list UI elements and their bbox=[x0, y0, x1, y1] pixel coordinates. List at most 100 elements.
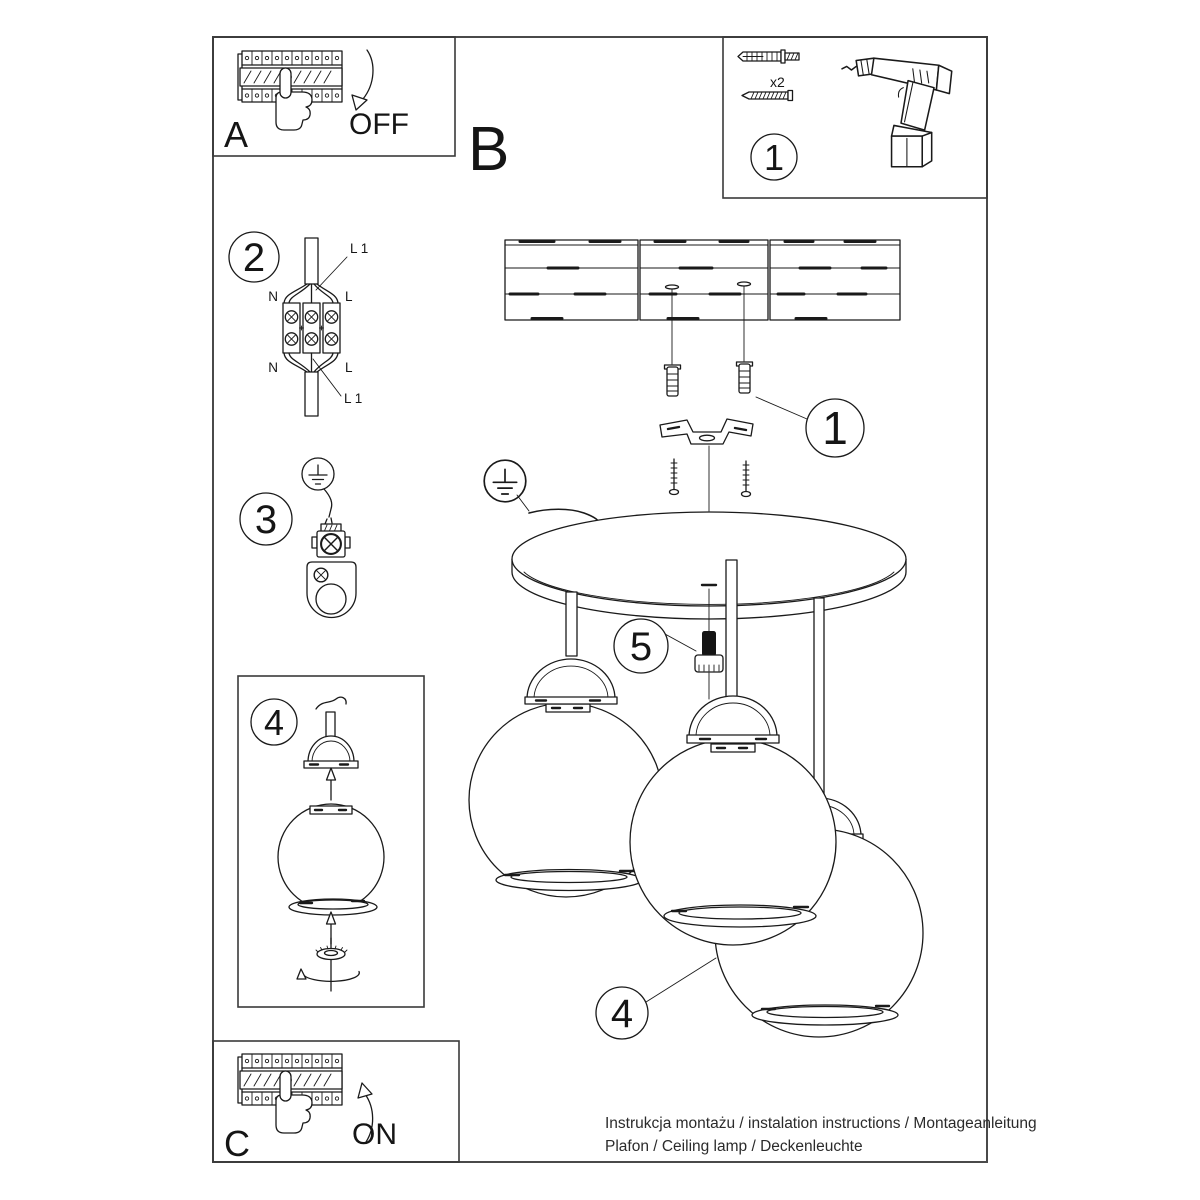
arrow-down-head bbox=[351, 94, 368, 111]
terminal-screw-icon bbox=[284, 332, 299, 346]
plank-group bbox=[769, 239, 901, 321]
parts-box: x2 1 bbox=[722, 36, 988, 199]
drill-icon bbox=[841, 57, 953, 168]
drill-vents bbox=[912, 68, 930, 84]
off-label: OFF bbox=[349, 108, 409, 141]
step-4-box: 4 bbox=[237, 675, 425, 1008]
terminal-plus-marks bbox=[299, 325, 324, 331]
lamp-left bbox=[468, 658, 664, 898]
ceiling-planks bbox=[504, 239, 901, 321]
part-1-badge: 1 bbox=[764, 137, 784, 178]
mounting-screw-threads bbox=[670, 462, 750, 486]
rotate-arrow bbox=[302, 970, 360, 982]
wall-plug-icon bbox=[737, 49, 800, 64]
label-live-top: L bbox=[345, 289, 353, 304]
box-c: ON C bbox=[212, 1040, 460, 1164]
mains-cable-top bbox=[304, 237, 319, 285]
drill-rear bbox=[935, 64, 953, 95]
earth-connection bbox=[483, 459, 602, 527]
plank-group bbox=[639, 239, 769, 321]
callout-4: 4 bbox=[595, 957, 717, 1040]
bracket-slots bbox=[666, 425, 748, 432]
drill-bit bbox=[841, 65, 857, 71]
drill-trigger bbox=[897, 82, 914, 123]
earth-wire bbox=[323, 488, 333, 525]
ground-symbol-icon bbox=[301, 457, 335, 491]
plate-earth-screw-icon bbox=[313, 567, 329, 583]
drill-chuck-lines bbox=[860, 58, 870, 76]
grub-screw bbox=[702, 631, 716, 656]
drill-body bbox=[870, 57, 940, 91]
footer-line-1: Instrukcja montażu / instalation instruc… bbox=[605, 1115, 1037, 1132]
drill-handle bbox=[900, 79, 935, 131]
rod-left bbox=[565, 591, 578, 657]
step-2-wiring: 2 N L N L L 1 L 1 bbox=[228, 231, 368, 417]
arrow-up-2-head bbox=[325, 911, 337, 925]
box-a: OFF A bbox=[212, 36, 456, 157]
locking-ring bbox=[316, 947, 346, 961]
rotate-arrow-head bbox=[296, 968, 307, 980]
box-c-label: C bbox=[224, 1123, 250, 1164]
label-live-bottom: L bbox=[345, 360, 353, 375]
line-top-leader bbox=[315, 256, 348, 291]
box-a-border bbox=[212, 36, 456, 157]
step-4-box-border bbox=[237, 675, 425, 1008]
globe-neck-collar bbox=[710, 743, 756, 753]
wires-top bbox=[283, 283, 339, 304]
screw-icon bbox=[741, 89, 794, 102]
footer: Instrukcja montażu / instalation instruc… bbox=[605, 1115, 1037, 1155]
plate-hole bbox=[315, 583, 347, 615]
pilot-hole-lines bbox=[671, 285, 745, 365]
lamp-center bbox=[629, 695, 837, 946]
grub-screw-callout-badge: 5 bbox=[630, 625, 652, 669]
shade-dome bbox=[688, 695, 778, 738]
shade-neck-collar bbox=[309, 805, 353, 815]
globe-rim-inner bbox=[510, 870, 628, 884]
rod-right bbox=[813, 597, 825, 809]
ground-leader bbox=[516, 494, 530, 512]
shade-rim-dashes bbox=[298, 899, 366, 905]
clamp-tab-left bbox=[311, 536, 318, 549]
terminal-screw-icon bbox=[324, 310, 339, 324]
bracket-callout-circle bbox=[805, 398, 865, 458]
terminal-screw-icon bbox=[324, 332, 339, 346]
arrow-up-1-head bbox=[325, 767, 337, 781]
plank-group bbox=[504, 239, 639, 321]
shade-cap-dome bbox=[307, 735, 355, 763]
shade-dome bbox=[526, 658, 616, 700]
locking-ring-knurl bbox=[315, 945, 348, 953]
step-3-badge: 3 bbox=[255, 498, 277, 542]
terminal-screw-icon bbox=[304, 332, 319, 346]
terminal-screw-icon bbox=[284, 310, 299, 324]
dome-skirt bbox=[524, 696, 618, 705]
globe-rim-inner bbox=[766, 1005, 884, 1019]
line-bottom-leader bbox=[312, 358, 342, 397]
step-4-badge-circle bbox=[250, 698, 298, 746]
globe-rim-dashes bbox=[503, 869, 636, 877]
pilot-mark-left bbox=[664, 284, 680, 290]
clamp-screw-icon bbox=[320, 533, 342, 555]
bracket-callout-badge: 1 bbox=[822, 402, 848, 454]
mounting-screw-head bbox=[740, 490, 752, 498]
clamp-tab-right bbox=[344, 536, 351, 549]
shade-rim-inner bbox=[297, 899, 369, 910]
on-label: ON bbox=[352, 1118, 397, 1151]
arrow-up-icon bbox=[364, 1093, 374, 1143]
grub-screw-collar bbox=[694, 654, 724, 673]
mounting-screw-shafts bbox=[673, 458, 747, 493]
grub-screw-leader bbox=[664, 633, 697, 652]
bracket-callout-leader bbox=[755, 396, 808, 420]
cap-stem bbox=[325, 711, 336, 739]
grub-screw-part bbox=[694, 583, 724, 700]
page-frame bbox=[212, 36, 988, 1163]
grub-screw-callout-circle bbox=[613, 618, 669, 674]
wall-anchor-icon bbox=[738, 363, 751, 394]
part-1-badge-circle bbox=[750, 133, 798, 181]
assembly-diagram: 1 bbox=[468, 239, 924, 1040]
parts-box-border bbox=[722, 36, 988, 199]
plank-joints bbox=[508, 240, 888, 320]
arrow-down-icon bbox=[362, 49, 374, 100]
dome-skirt bbox=[686, 734, 780, 744]
glass-shade bbox=[277, 803, 385, 911]
